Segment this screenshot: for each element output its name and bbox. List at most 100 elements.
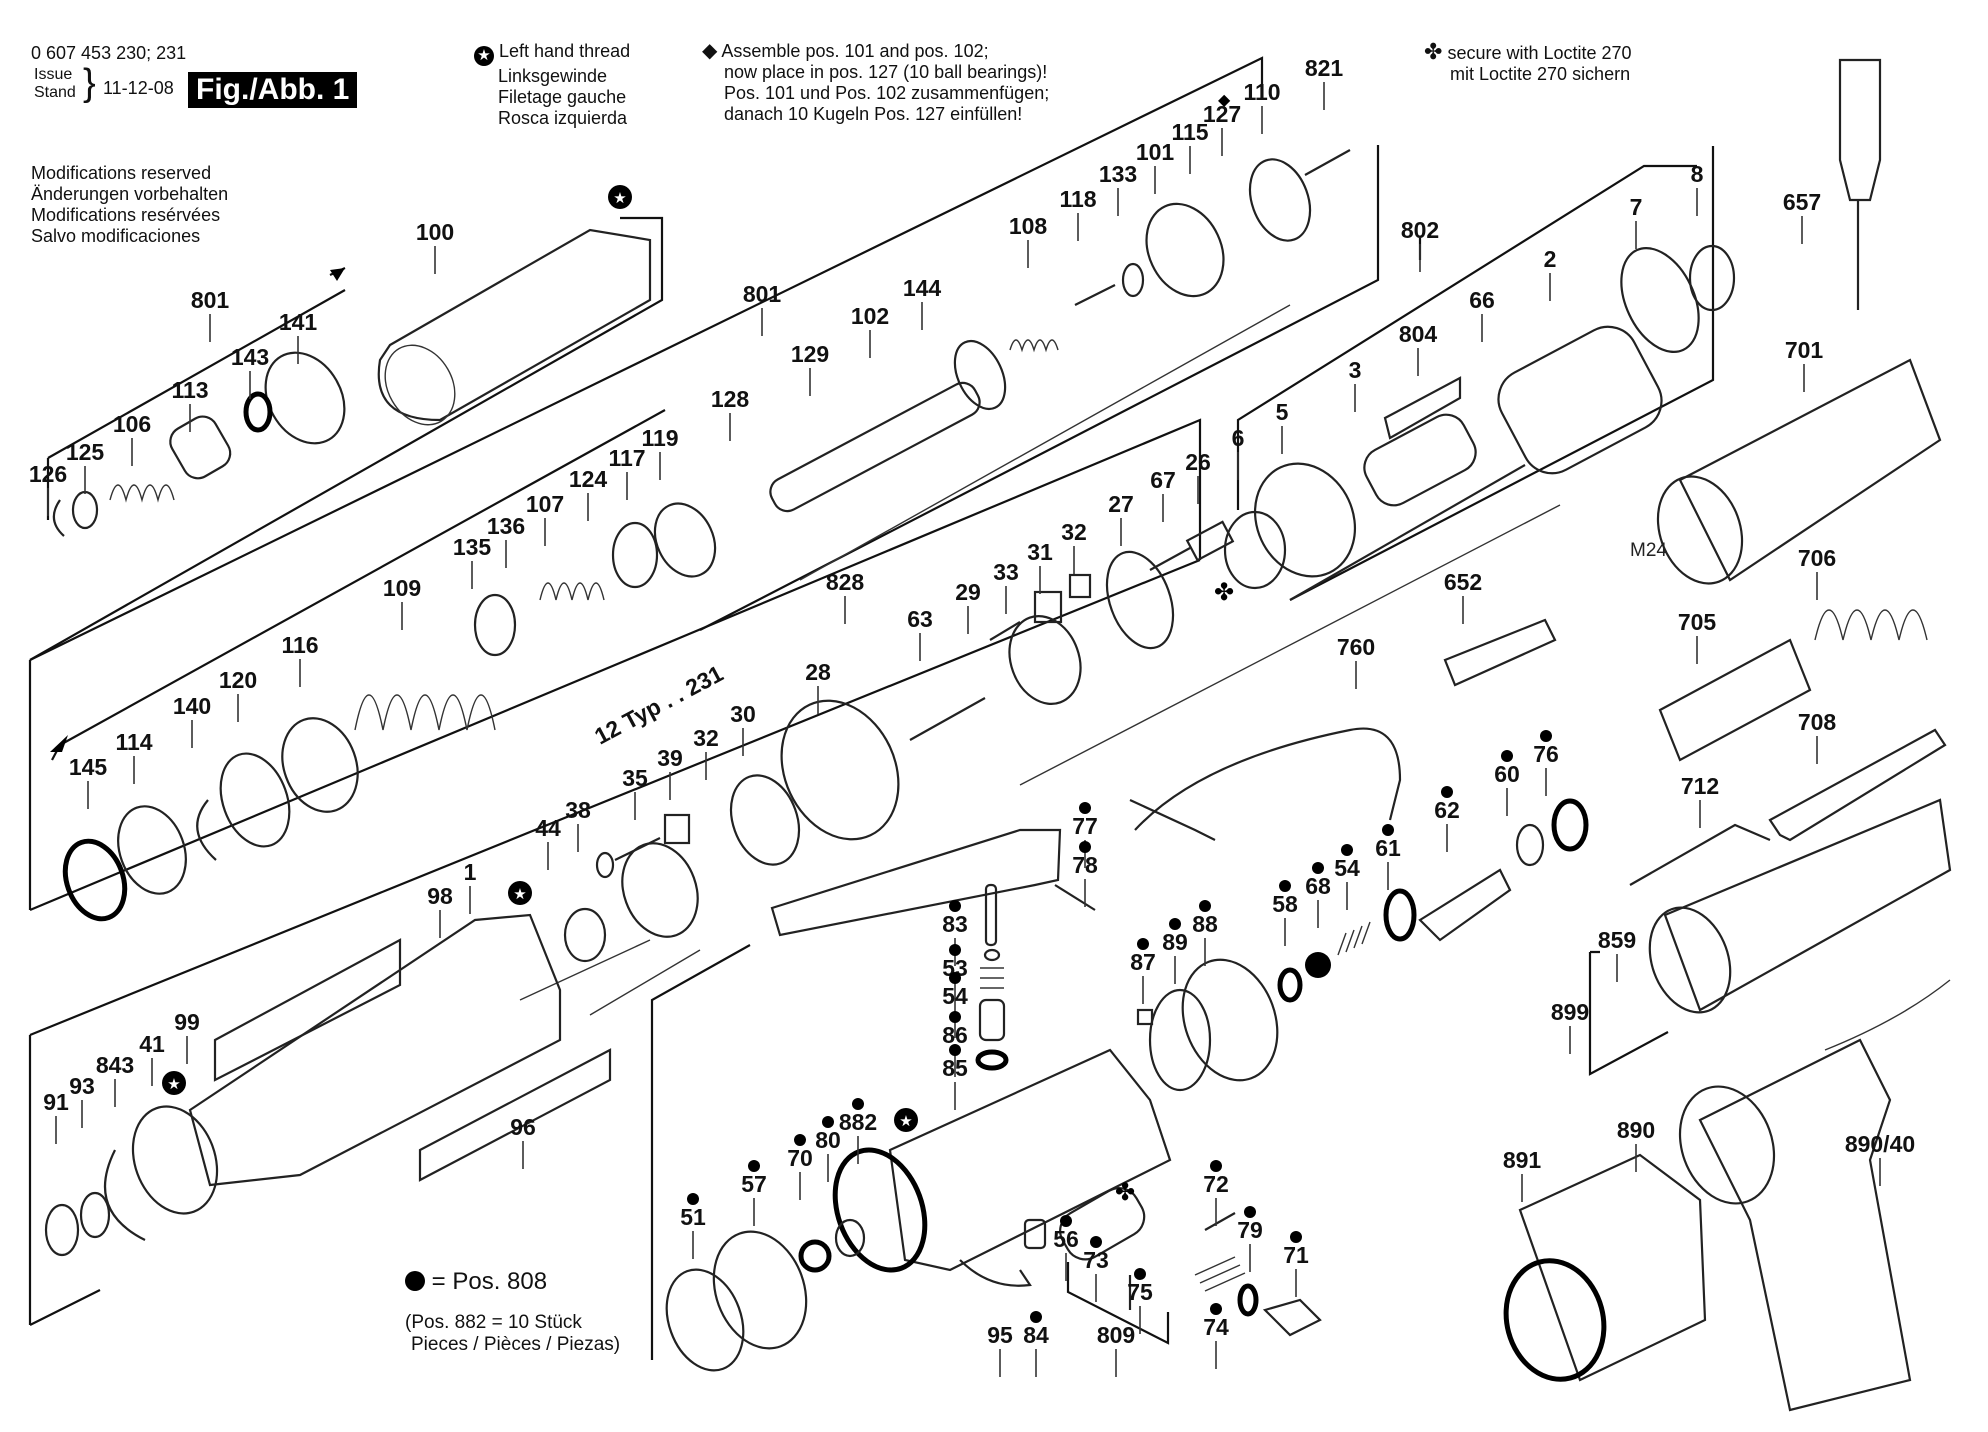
arrow-right-icon bbox=[330, 268, 345, 281]
part-91-washer bbox=[44, 1203, 80, 1257]
callout-140: 140 bbox=[173, 693, 211, 748]
part-119-bearing bbox=[653, 502, 717, 578]
part-93-washer bbox=[79, 1191, 111, 1239]
part-859-hose-coupling bbox=[1663, 798, 1952, 1012]
modifications-note: Modifications reserved Änderungen vorbeh… bbox=[31, 163, 228, 247]
callout-label: 93 bbox=[69, 1073, 95, 1099]
part-1-housing bbox=[188, 913, 562, 1187]
filled-dot-icon bbox=[405, 1271, 425, 1291]
part-89-spring-ring bbox=[1148, 988, 1212, 1092]
callout-73: 73 bbox=[1083, 1236, 1109, 1302]
callout-label: 3 bbox=[1349, 357, 1362, 383]
callout-label: 63 bbox=[907, 606, 933, 632]
callout-85: 85 bbox=[942, 1044, 968, 1110]
callout-84: 84 bbox=[1023, 1311, 1049, 1377]
legend-line: secure with Loctite 270 bbox=[1447, 43, 1632, 63]
callout-708: 708 bbox=[1798, 709, 1836, 764]
callout-67: 67 bbox=[1150, 467, 1176, 522]
callout-label: 128 bbox=[711, 386, 750, 412]
part-62-fitting bbox=[1418, 868, 1512, 942]
part-891-oring bbox=[1503, 1258, 1607, 1382]
callout-33: 33 bbox=[993, 559, 1019, 614]
callout-32: 32 bbox=[1061, 519, 1087, 574]
callout-28: 28 bbox=[805, 659, 831, 714]
part-101-cylinder bbox=[1145, 202, 1225, 298]
callout-label: 95 bbox=[987, 1322, 1013, 1348]
callout-63: 63 bbox=[907, 606, 933, 661]
svg-text:★: ★ bbox=[513, 885, 526, 903]
callout-label: 701 bbox=[1785, 337, 1824, 363]
part-652-nipple bbox=[1443, 618, 1557, 687]
callout-80: 80 bbox=[815, 1116, 841, 1182]
callout-102: 102 bbox=[851, 303, 889, 358]
callout-78: 78 bbox=[1072, 841, 1098, 907]
group-frames bbox=[28, 56, 1715, 1360]
callout-828: 828 bbox=[826, 569, 864, 624]
callout-54: 54 bbox=[1334, 844, 1360, 910]
callout-label: 108 bbox=[1009, 213, 1048, 239]
callout-label: 87 bbox=[1130, 949, 1156, 975]
part-67-pin bbox=[1149, 547, 1191, 571]
callout-label: 78 bbox=[1072, 852, 1098, 878]
legend-line: Pos. 101 und Pos. 102 zusammenfügen; bbox=[724, 83, 1050, 103]
callout-label: 706 bbox=[1798, 545, 1836, 571]
legend-line: danach 10 Kugeln Pos. 127 einfüllen! bbox=[724, 104, 1023, 124]
part-60-strainer bbox=[1515, 823, 1545, 867]
callout-label: 98 bbox=[427, 883, 453, 909]
part-5-end-plate bbox=[1253, 462, 1357, 578]
callout-label: 657 bbox=[1783, 189, 1821, 215]
callout-821: 821 bbox=[1305, 55, 1343, 110]
callout-label: 843 bbox=[96, 1052, 134, 1078]
part-117-ring bbox=[611, 521, 659, 589]
pos-808-dot-icon bbox=[1030, 1311, 1042, 1323]
callout-label: 67 bbox=[1150, 467, 1176, 493]
frame-899 bbox=[1588, 950, 1669, 1076]
club-icon: ✤ bbox=[1424, 39, 1443, 64]
callout-41: 41 bbox=[139, 1031, 165, 1086]
callout-35: 35 bbox=[622, 765, 648, 820]
callout-label: 125 bbox=[66, 439, 105, 465]
callout-label: 100 bbox=[416, 219, 454, 245]
part-708-wrench bbox=[1768, 728, 1947, 842]
part-63-pin bbox=[909, 697, 986, 741]
pos-808-dot-icon bbox=[1210, 1303, 1222, 1315]
club-icon: ✤ bbox=[1115, 1178, 1135, 1206]
part-26-gear bbox=[1185, 520, 1235, 562]
callout-3: 3 bbox=[1349, 357, 1362, 412]
callout-label: 66 bbox=[1469, 287, 1495, 313]
part-882-housing bbox=[888, 1048, 1172, 1272]
part-98-label bbox=[213, 938, 402, 1082]
part-6-bearing bbox=[1223, 510, 1287, 590]
pos-808-dot-icon bbox=[949, 900, 961, 912]
callout-label: 115 bbox=[1171, 119, 1208, 145]
part-32-gear bbox=[1068, 573, 1092, 599]
pos-808-dot-icon bbox=[822, 1116, 834, 1128]
callout-label: 84 bbox=[1023, 1322, 1049, 1348]
pos-808-dot-icon bbox=[1244, 1206, 1256, 1218]
callout-label: 71 bbox=[1283, 1242, 1309, 1268]
callout-2: 2 bbox=[1544, 246, 1556, 301]
callout-58: 58 bbox=[1272, 880, 1298, 946]
callout-88: 88 bbox=[1192, 900, 1218, 966]
part-891-adapter bbox=[1518, 1153, 1707, 1382]
legend-assemble-note: ◆ Assemble pos. 101 and pos. 102; now pl… bbox=[702, 41, 1049, 125]
part-72-pin bbox=[1204, 1212, 1236, 1231]
part-890-handle bbox=[1698, 1038, 1912, 1412]
callout-26: 26 bbox=[1185, 449, 1211, 504]
legend-line: Rosca izquierda bbox=[498, 108, 628, 128]
part-3-rotor bbox=[1363, 413, 1477, 507]
callout-91: 91 bbox=[43, 1089, 69, 1144]
callout-label: 80 bbox=[815, 1127, 841, 1153]
callout-145: 145 bbox=[69, 754, 107, 809]
callout-label: 899 bbox=[1551, 999, 1589, 1025]
legend-line: Assemble pos. 101 and pos. 102; bbox=[721, 41, 989, 61]
callout-label: 88 bbox=[1192, 911, 1218, 937]
callout-77: 77 bbox=[1072, 802, 1098, 868]
legend-line: Left hand thread bbox=[499, 41, 631, 61]
callout-8: 8 bbox=[1691, 161, 1704, 216]
callout-6: 6 bbox=[1232, 425, 1244, 480]
diamond-icon: ◆ bbox=[1218, 90, 1231, 109]
part-27-plate bbox=[1105, 550, 1175, 650]
